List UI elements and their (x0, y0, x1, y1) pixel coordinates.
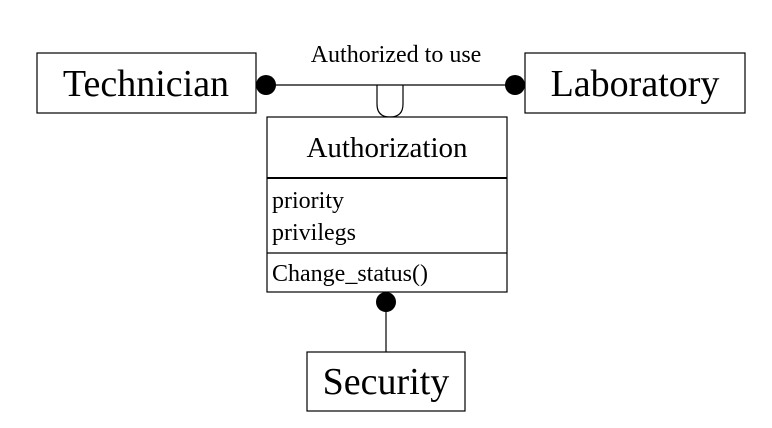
class-security-box (306, 351, 466, 412)
class-security[interactable]: Security (306, 351, 466, 412)
class-authorization[interactable]: Authorization priority privilegs Change_… (266, 116, 508, 293)
authorization-security-end (376, 292, 396, 312)
class-laboratory[interactable]: Laboratory (524, 52, 746, 114)
technician-association-end (256, 75, 276, 95)
class-technician-box (36, 52, 257, 114)
laboratory-association-end (505, 75, 525, 95)
class-laboratory-box (524, 52, 746, 114)
association-label: Authorized to use (311, 42, 482, 68)
authorization-operation: Change_status() (272, 261, 428, 287)
class-technician[interactable]: Technician (36, 52, 257, 114)
association-class-connector (376, 85, 404, 118)
class-laboratory-name: Laboratory (551, 63, 720, 105)
class-security-name: Security (323, 361, 450, 403)
class-authorization-box (266, 116, 508, 293)
authorization-attribute: priority (272, 188, 344, 214)
authorization-attribute: privilegs (272, 220, 356, 246)
class-technician-name: Technician (63, 63, 229, 105)
class-authorization-name: Authorization (306, 132, 468, 164)
